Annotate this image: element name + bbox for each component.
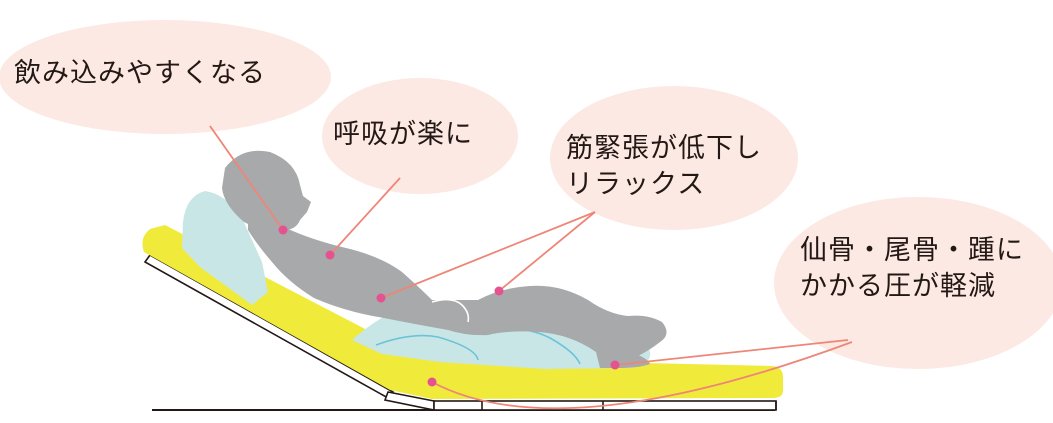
person-head	[222, 150, 311, 231]
dot-sacrum	[427, 377, 437, 387]
bed-frame-backrest	[143, 253, 395, 400]
leader-breathing	[329, 177, 401, 256]
callout-swallow: 飲み込みやすくなる	[14, 56, 266, 92]
callout-pressure-line-1: 仙骨・尾骨・踵に	[800, 235, 1024, 266]
person-figure	[222, 150, 667, 368]
callout-bubble-muscle	[550, 86, 798, 230]
leader-swallow	[209, 125, 284, 231]
callout-muscle-line-2: リラックス	[566, 169, 706, 200]
callout-breathing: 呼吸が楽に	[333, 117, 473, 153]
callout-swallow-line-1: 飲み込みやすくなる	[14, 58, 266, 89]
dot-throat	[278, 225, 288, 235]
target-dots	[278, 225, 620, 387]
callout-bubble-breathing	[322, 78, 518, 194]
leader-muscle-2	[498, 211, 596, 292]
dot-heel	[610, 360, 620, 370]
dot-thigh	[494, 286, 504, 296]
mattress	[142, 225, 783, 399]
callout-bubble-pressure	[774, 197, 1053, 369]
callout-breathing-line-1: 呼吸が楽に	[333, 119, 473, 150]
leader-pressure-2	[431, 341, 853, 410]
dot-chest	[325, 250, 335, 260]
callout-muscle-line-1: 筋緊張が低下し	[566, 133, 762, 164]
leader-lines	[209, 125, 853, 410]
person-body	[248, 214, 667, 358]
callout-pressure-relief: 仙骨・尾骨・踵に かかる圧が軽減	[800, 233, 1024, 305]
leader-muscle-1	[380, 211, 596, 299]
back-pillow	[182, 191, 268, 305]
callout-bubble-swallow	[0, 20, 331, 134]
leader-pressure-1	[614, 339, 849, 366]
hands-outline	[431, 298, 470, 323]
callout-muscle-relaxation: 筋緊張が低下し リラックス	[566, 131, 762, 203]
dot-lower-back	[376, 293, 386, 303]
callout-pressure-line-2: かかる圧が軽減	[800, 271, 996, 302]
